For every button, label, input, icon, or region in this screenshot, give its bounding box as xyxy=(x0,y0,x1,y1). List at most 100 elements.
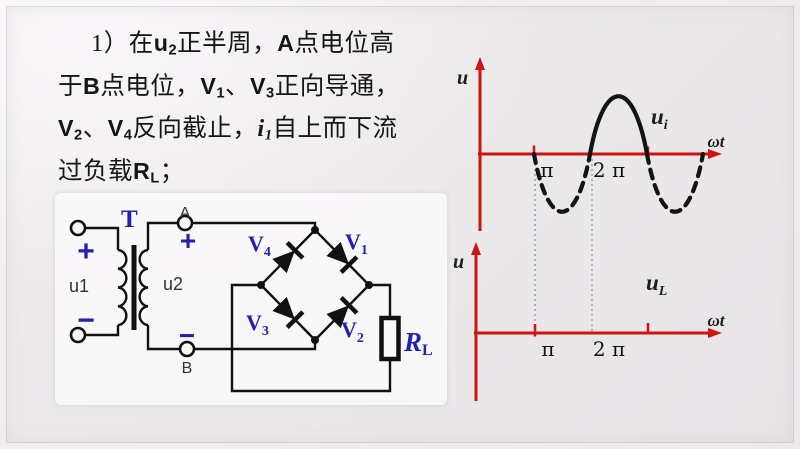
text-run: 于 xyxy=(58,72,83,100)
text-line: 1）在u2正半周，A点电位高 xyxy=(58,26,458,69)
load-resistor xyxy=(379,315,401,362)
text-run: L xyxy=(150,170,160,187)
diode-v1 xyxy=(326,241,359,274)
wire xyxy=(146,325,180,351)
lower-pi-label: π xyxy=(541,337,554,361)
terminal-b-circle xyxy=(178,340,196,358)
terminals xyxy=(69,214,196,358)
ui-signal-label: ui xyxy=(651,104,668,133)
terminal-a-label: A xyxy=(180,205,191,222)
diode-v4 xyxy=(272,241,305,274)
ui-subscript: i xyxy=(664,118,668,133)
text-run: 1）在 xyxy=(91,30,154,57)
ui-dashed-trough-2 xyxy=(644,151,706,214)
text-run: B xyxy=(83,72,101,99)
circuit-diagram: T A B + − + − u1 u2 V4 V1 V3 V2 RL xyxy=(69,205,433,393)
ui-curve xyxy=(531,94,706,214)
ui-letter: u xyxy=(651,104,664,129)
description-text: 1）在u2正半周，A点电位高于B点电位，V1、V3正向导通，V2、V4反向截止，… xyxy=(58,26,458,197)
ul-signal-label: uL xyxy=(646,270,667,299)
primary-voltage-label: u1 xyxy=(69,276,89,296)
text-run: 、 xyxy=(225,72,251,100)
text-line: 过负载RL； xyxy=(58,154,458,197)
diode-v3 xyxy=(272,296,305,329)
text-run: A xyxy=(277,30,295,56)
upper-2pi-label: 2 π xyxy=(593,158,625,182)
text-run: 4 xyxy=(123,128,133,145)
diode-cathode-bar xyxy=(285,241,305,260)
upper-pi-label: π xyxy=(540,158,553,182)
guide-lines xyxy=(534,159,593,333)
text-line: V2、V4反向截止，i1自上而下流 xyxy=(58,111,458,154)
polarity-minus-secondary: − xyxy=(179,320,195,351)
lower-axes xyxy=(471,242,722,401)
diode-triangle xyxy=(272,296,296,320)
ui-dashed-trough-1 xyxy=(531,151,593,214)
text-run: V xyxy=(58,115,75,142)
upper-plot: u ωt π 2 π ui xyxy=(457,57,726,231)
upper-x-arrow xyxy=(708,149,722,159)
terminal-circle xyxy=(69,326,87,344)
wire-right-node-to-load xyxy=(369,283,392,318)
text-run: R xyxy=(133,158,151,185)
diode-triangle xyxy=(326,305,350,329)
text-run: 正半周， xyxy=(177,30,278,57)
v4-letter: V xyxy=(248,231,264,256)
ul-subscript: L xyxy=(658,284,668,299)
wire-left-node-to-load xyxy=(230,283,392,393)
primary-wires xyxy=(85,226,128,337)
diode-cathode-bar xyxy=(339,255,359,274)
text-run: 点电位高 xyxy=(294,30,395,57)
diode-cathode-bar xyxy=(285,310,305,329)
v1-letter: V xyxy=(345,229,361,254)
node-right xyxy=(365,281,373,289)
text-run: 正向导通， xyxy=(274,72,400,100)
diode-v2-label: V2 xyxy=(341,317,364,346)
v3-subscript: 3 xyxy=(262,324,269,339)
text-run: 2 xyxy=(168,42,178,59)
upper-y-arrow xyxy=(475,57,485,70)
wire xyxy=(146,221,178,250)
text-run: 1 xyxy=(216,85,226,102)
secondary-voltage-label: u2 xyxy=(163,274,183,294)
text-run: 反向截止， xyxy=(132,115,258,143)
text-run: 过负载 xyxy=(58,158,133,186)
transformer-core xyxy=(131,245,137,330)
lower-y-label: u xyxy=(453,251,464,273)
waveform-plots: u ωt π 2 π ui u ωt π 2 π xyxy=(453,57,726,401)
text-run: V xyxy=(200,72,217,99)
text-run: 3 xyxy=(266,85,275,102)
ul-letter: u xyxy=(646,270,659,295)
terminal-circle xyxy=(69,219,87,237)
wire xyxy=(85,325,120,337)
bridge-nodes xyxy=(257,226,373,344)
load-subscript: L xyxy=(422,342,433,359)
text-run: ； xyxy=(159,158,185,186)
secondary-coil xyxy=(138,248,149,327)
v1-subscript: 1 xyxy=(361,243,368,258)
wire-b-to-bridge xyxy=(194,340,317,351)
text-run: 、 xyxy=(82,115,108,143)
lower-x-label: ωt xyxy=(707,311,725,330)
diode-cathode-bar xyxy=(339,296,359,315)
node-top xyxy=(311,226,319,234)
lower-y-arrow xyxy=(471,242,481,255)
transformer-label: T xyxy=(121,206,138,233)
text-run: 自上而下流 xyxy=(272,115,398,143)
diode-v4-label: V4 xyxy=(248,231,271,260)
text-run: i xyxy=(257,115,265,143)
polarity-minus-primary: − xyxy=(77,304,95,337)
text-run: u xyxy=(153,30,169,56)
diode-triangle xyxy=(272,250,296,274)
ui-solid-crest xyxy=(587,94,650,157)
terminal-b-label: B xyxy=(182,360,193,377)
load-letter: R xyxy=(403,327,422,357)
terminal-a-circle xyxy=(176,214,194,232)
text-line: 于B点电位，V1、V3正向导通， xyxy=(58,69,458,112)
polarity-plus-primary: + xyxy=(77,235,95,268)
v2-subscript: 2 xyxy=(357,331,364,346)
node-bottom xyxy=(311,336,319,344)
node-left xyxy=(257,281,265,289)
diode-v3-label: V3 xyxy=(246,310,269,339)
load-label: RL xyxy=(403,327,433,359)
